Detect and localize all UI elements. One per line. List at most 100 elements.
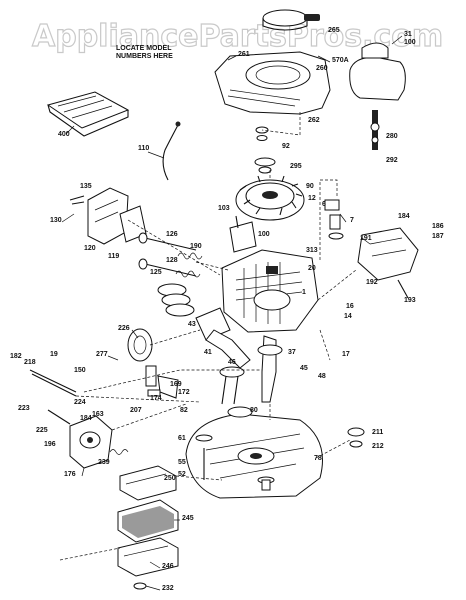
part-label-187: 187 (432, 233, 444, 240)
part-label-218: 218 (24, 359, 36, 366)
part-label-150: 150 (74, 367, 86, 374)
part-label-46: 46 (228, 359, 236, 366)
part-label-182: 182 (10, 353, 22, 360)
part-label-400: 400 (58, 131, 70, 138)
part-label-226: 226 (118, 325, 130, 332)
part-label-239: 239 (98, 459, 110, 466)
part-label-211: 211 (372, 429, 383, 436)
part-label-169: 169 (170, 381, 182, 388)
part-label-223: 223 (18, 405, 30, 412)
note-line-2: NUMBERS HERE (116, 53, 173, 60)
part-label-184-carb: 184 (80, 415, 92, 422)
part-label-128: 128 (166, 257, 178, 264)
camshaft (219, 366, 245, 405)
part-label-225: 225 (36, 427, 48, 434)
fuel-cap (262, 9, 320, 31)
part-label-245: 245 (182, 515, 194, 522)
part-label-16: 16 (346, 303, 354, 310)
part-label-190: 190 (190, 243, 202, 250)
part-label-570a: 570A (332, 57, 349, 64)
part-label-6: 6 (322, 201, 326, 208)
cylinder-sleeve (127, 328, 153, 362)
part-label-110: 110 (138, 145, 149, 152)
flywheel-nut-stack (254, 126, 276, 174)
part-label-224: 224 (74, 399, 86, 406)
part-label-126: 126 (166, 231, 178, 238)
part-label-174: 174 (150, 395, 162, 402)
part-label-295: 295 (290, 163, 302, 170)
leader-lines (59, 112, 357, 561)
part-label-193: 193 (404, 297, 416, 304)
part-label-12: 12 (308, 195, 316, 202)
thrust-washer (195, 434, 213, 442)
fuel-tank (349, 42, 406, 150)
part-label-45: 45 (300, 365, 308, 372)
part-label-7: 7 (350, 217, 354, 224)
part-label-196: 196 (44, 441, 56, 448)
flywheel (235, 175, 305, 221)
watermark-text: AppliancePartsPros.com (32, 19, 443, 54)
part-label-43: 43 (188, 321, 196, 328)
ignition-armature (229, 215, 257, 253)
part-label-90: 90 (306, 183, 314, 190)
valves-and-springs (138, 232, 203, 278)
air-cleaner-element (117, 499, 179, 543)
part-label-262: 262 (308, 117, 320, 124)
part-label-261: 261 (238, 51, 250, 58)
flywheel-key-parts (324, 199, 344, 240)
part-label-61: 61 (178, 435, 186, 442)
part-label-135: 135 (80, 183, 92, 190)
ground-wire (162, 124, 179, 181)
part-label-37: 37 (288, 349, 296, 356)
part-label-280: 280 (386, 133, 398, 140)
part-label-92: 92 (282, 143, 290, 150)
part-label-80: 80 (250, 407, 258, 414)
part-label-14: 14 (344, 313, 352, 320)
oil-seal (227, 406, 253, 418)
part-label-176: 176 (64, 471, 76, 478)
carburetor (47, 409, 113, 469)
part-number-labels: 31 100 265 261 570A 260 262 400 110 280 … (10, 27, 444, 592)
part-label-292: 292 (386, 157, 398, 164)
part-label-172: 172 (178, 389, 190, 396)
part-label-265: 265 (328, 27, 340, 34)
part-label-103: 103 (218, 205, 230, 212)
governor-parts (145, 365, 179, 399)
part-label-20: 20 (308, 265, 316, 272)
crankshaft (257, 335, 283, 403)
part-label-191: 191 (360, 235, 372, 242)
part-label-163: 163 (92, 411, 104, 418)
engine-sump (185, 413, 323, 499)
part-label-186: 186 (432, 223, 444, 230)
part-label-130: 130 (50, 217, 62, 224)
part-label-184: 184 (398, 213, 410, 220)
part-label-52: 52 (178, 471, 186, 478)
part-label-125: 125 (150, 269, 162, 276)
part-label-250: 250 (164, 475, 176, 482)
part-label-48: 48 (318, 373, 326, 380)
part-label-207: 207 (130, 407, 142, 414)
intake-assembly (69, 187, 147, 245)
note-line-1: LOCATE MODEL (116, 45, 172, 52)
part-label-100: 100 (404, 39, 416, 46)
part-label-31: 31 (404, 31, 412, 38)
part-label-313: 313 (306, 247, 318, 254)
part-label-1: 1 (302, 289, 306, 296)
part-label-120: 120 (84, 245, 96, 252)
part-label-212: 212 (372, 443, 384, 450)
blade-adapter (257, 476, 275, 491)
blower-housing (214, 51, 331, 115)
engine-block (221, 249, 319, 333)
governor-spring (109, 449, 129, 455)
part-label-232: 232 (162, 585, 174, 592)
part-label-246: 246 (162, 563, 174, 570)
part-label-41: 41 (204, 349, 212, 356)
part-label-277: 277 (96, 351, 108, 358)
air-cleaner-cover (119, 465, 177, 501)
part-label-19: 19 (50, 351, 58, 358)
part-label-17: 17 (342, 351, 350, 358)
air-filter-pad (46, 91, 130, 137)
piston-and-rings (157, 283, 231, 341)
part-label-78: 78 (314, 455, 322, 462)
